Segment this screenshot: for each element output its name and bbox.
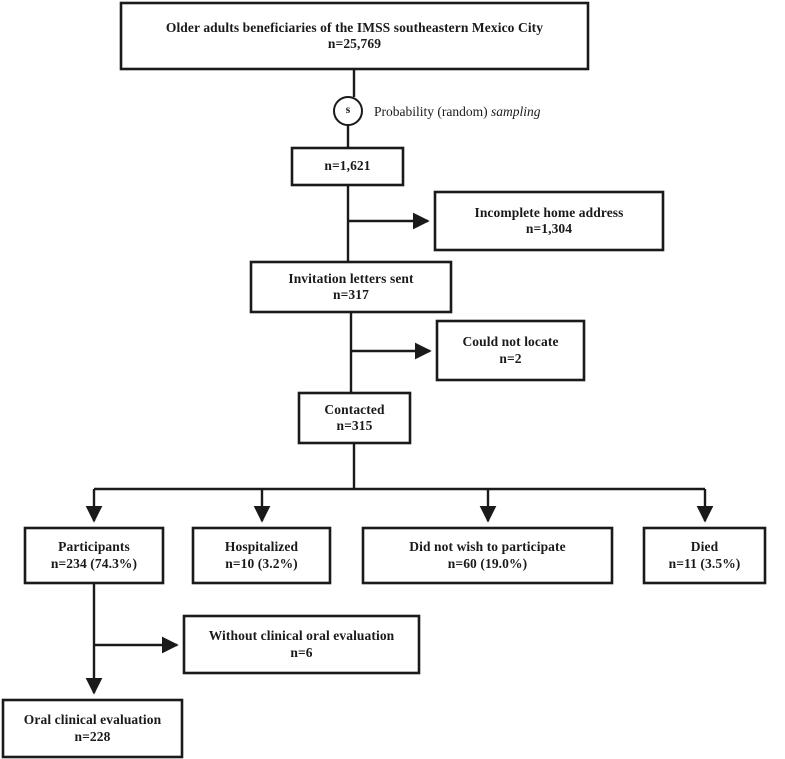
sampling-annotation-italic: sampling [490, 104, 541, 119]
node-box-incomplete [433, 190, 665, 252]
sampling-annotation-plain: Probability (random) [374, 104, 491, 119]
node-box-participants [23, 526, 165, 585]
node-box-refused [361, 526, 614, 585]
node-box-hospitalized [191, 526, 332, 585]
node-box-oraleval [1, 698, 184, 759]
node-box-noeval [182, 614, 421, 675]
node-box-letters [249, 260, 453, 314]
node-box-contacted [297, 391, 412, 445]
node-box-sampled [290, 146, 405, 187]
sampling-circle-letter: s [345, 104, 351, 116]
node-box-notlocated [435, 319, 586, 382]
node-box-source [119, 1, 590, 71]
sampling-annotation: Probability (random) sampling [374, 104, 541, 120]
node-box-died [642, 526, 767, 585]
